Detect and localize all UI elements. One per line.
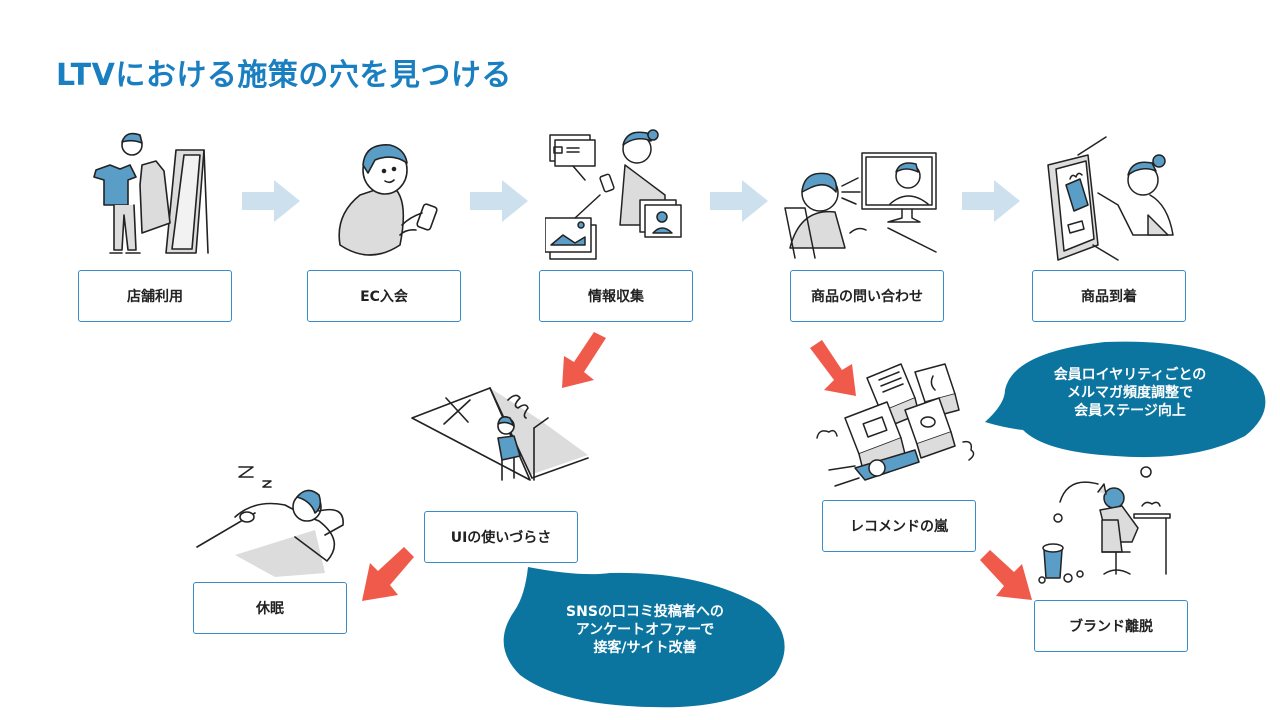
- problem-recommend-storm: レコメンドの嵐: [822, 500, 976, 552]
- buried-under-messages-illustration: [816, 363, 975, 487]
- step-label: EC入会: [360, 289, 408, 305]
- bubble-line: アンケートオファーで: [575, 622, 715, 638]
- confused-person-maze-illustration: [411, 387, 589, 481]
- bubble-line: 会員ステージ向上: [1074, 403, 1186, 419]
- page-title: LTVにおける施策の穴を見つける: [56, 58, 512, 93]
- problem-dormant: 休眠: [193, 582, 347, 634]
- flow-arrow-2: [470, 180, 528, 222]
- problem-label: 休眠: [256, 601, 284, 617]
- sleeping-person-illustration: [196, 466, 344, 577]
- man-with-smartphone-illustration: [338, 144, 438, 256]
- problem-arrow-to-dormant: [362, 547, 414, 601]
- bubble-line: 接客/サイト改善: [593, 640, 697, 656]
- step-label: 商品の問い合わせ: [811, 289, 923, 305]
- shopping-clothes-illustration: [93, 132, 209, 254]
- step-label: 店舗利用: [127, 289, 183, 305]
- step-ec-signup: EC入会: [307, 270, 461, 322]
- problem-label: レコメンドの嵐: [850, 519, 948, 535]
- step-store-visit: 店舗利用: [78, 270, 232, 322]
- problem-arrow-to-recommend: [810, 340, 856, 396]
- flow-arrow-3: [710, 180, 768, 222]
- step-product-arrival: 商品到着: [1032, 270, 1186, 322]
- throwing-away-trash-illustration: [1038, 466, 1171, 584]
- problem-ui-difficulty: UIの使いづらさ: [424, 511, 578, 563]
- flow-arrow-1: [242, 180, 300, 222]
- step-label: 商品到着: [1081, 289, 1137, 305]
- step-info-gathering: 情報収集: [539, 270, 693, 322]
- problem-brand-churn: ブランド離脱: [1034, 600, 1188, 652]
- bubble-line: SNSの口コミ投稿者への: [566, 604, 724, 620]
- problem-label: UIの使いづらさ: [450, 530, 552, 546]
- video-call-illustration: [784, 152, 937, 259]
- step-label: 情報収集: [588, 289, 644, 305]
- solution-bubble-loyalty-shape: [985, 341, 1266, 458]
- solution-bubble-sns-shape: [503, 567, 785, 708]
- problem-label: ブランド離脱: [1069, 619, 1153, 635]
- package-delivery-illustration: [1047, 136, 1174, 261]
- step-product-inquiry: 商品の問い合わせ: [790, 270, 944, 322]
- problem-arrow-to-churn: [980, 550, 1032, 600]
- flow-arrow-4: [962, 180, 1020, 222]
- bubble-line: メルマガ頻度調整で: [1067, 385, 1193, 401]
- bubble-line: 会員ロイヤリティごとの: [1053, 367, 1207, 383]
- problem-arrow-to-ui: [562, 332, 606, 388]
- solution-bubble-loyalty: 会員ロイヤリティごとの メルマガ頻度調整で 会員ステージ向上: [1010, 366, 1250, 420]
- solution-bubble-sns: SNSの口コミ投稿者への アンケートオファーで 接客/サイト改善: [510, 603, 780, 657]
- woman-browsing-media-illustration: [545, 129, 682, 260]
